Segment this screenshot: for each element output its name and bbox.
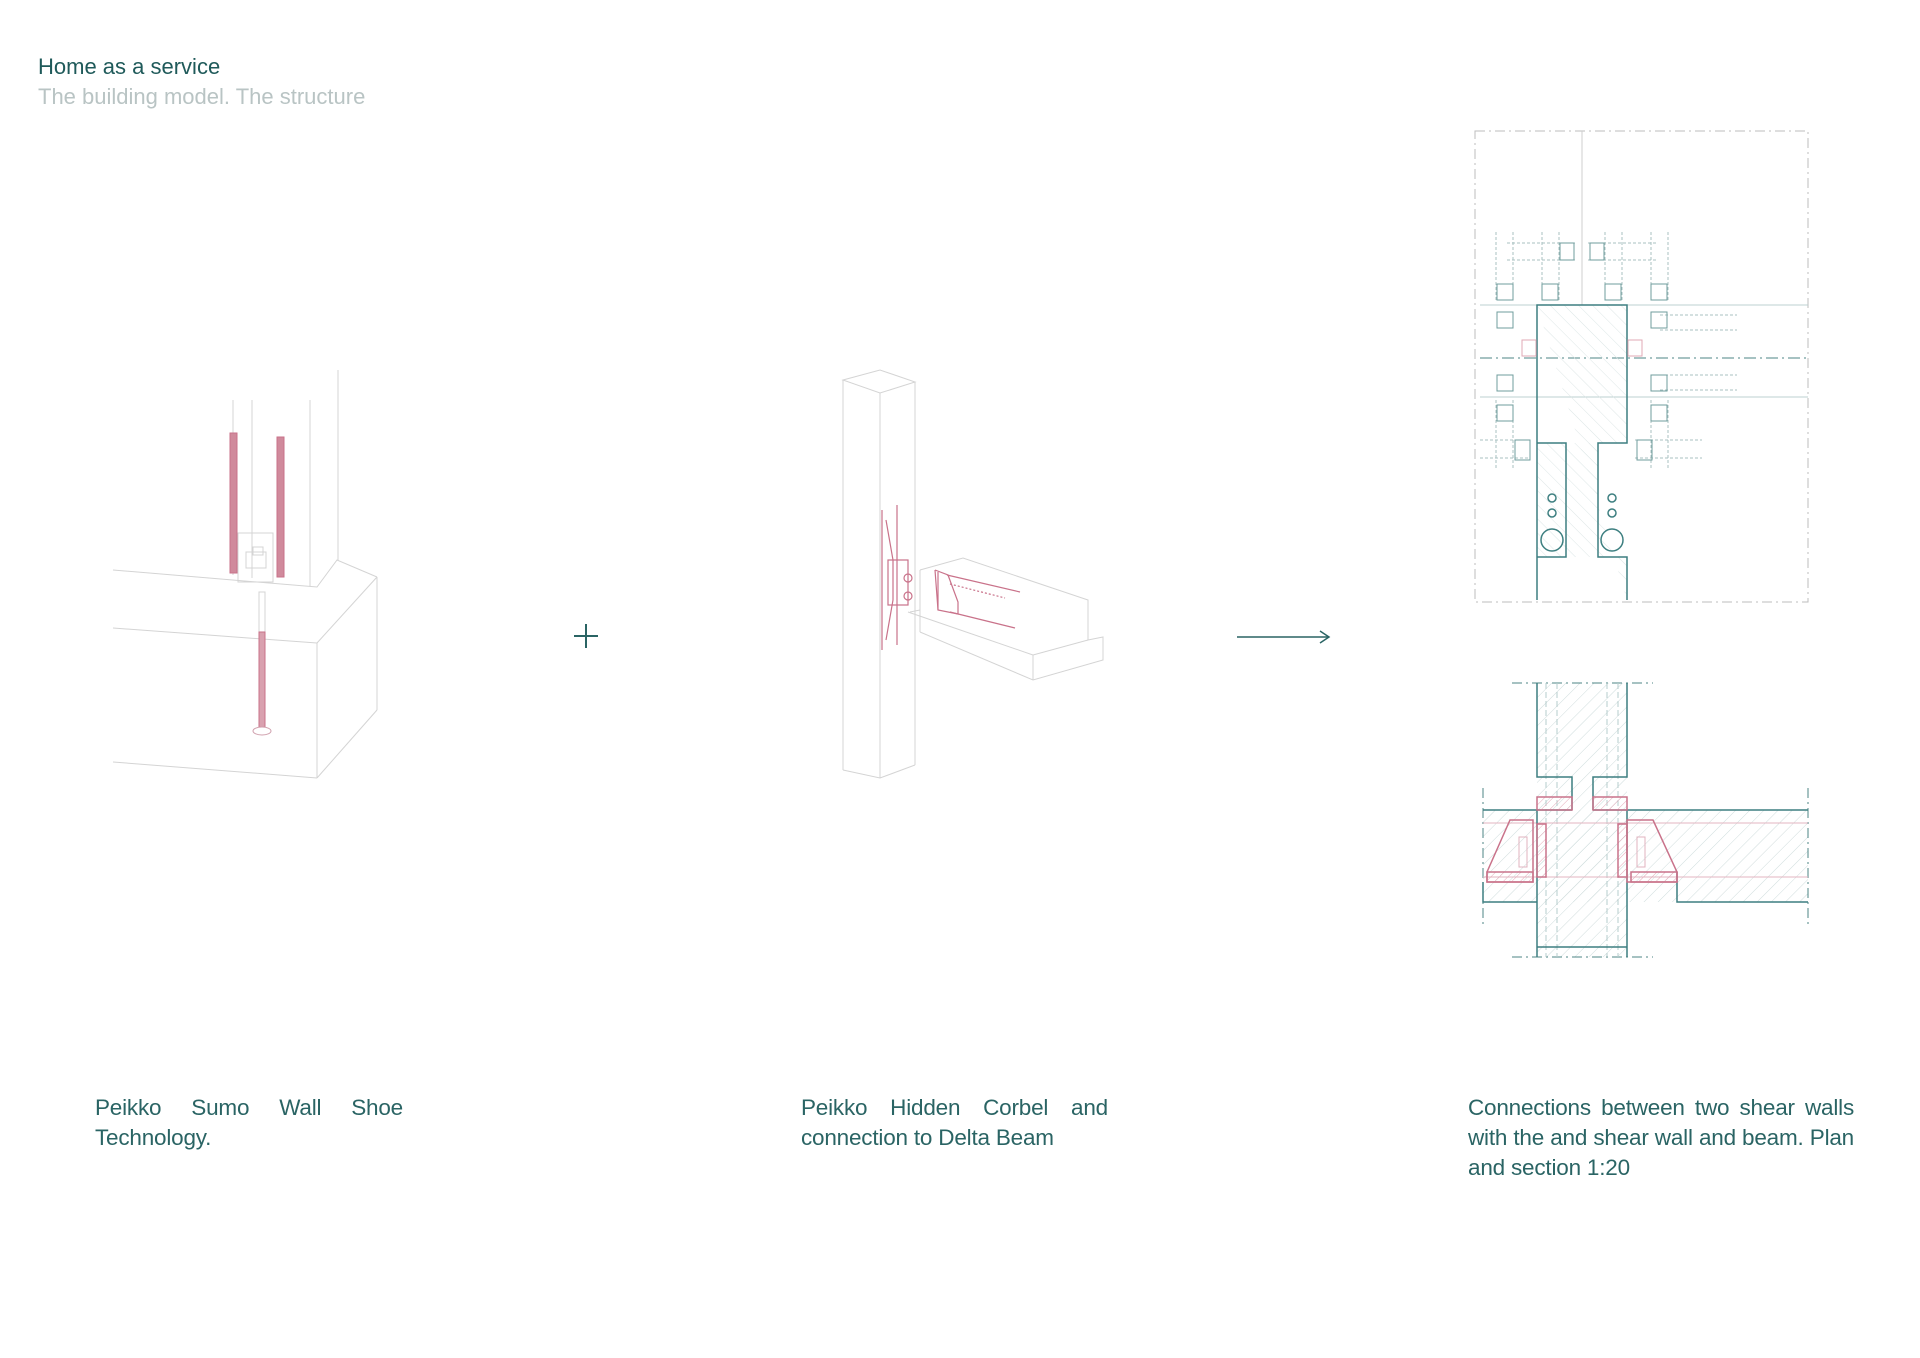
caption-wall-shoe: Peikko Sumo Wall Shoe Technology. [95,1095,403,1150]
hidden-corbel-drawing [841,369,1104,779]
caption-hidden-corbel: Peikko Hidden Corbel and connection to D… [801,1095,1108,1150]
plus-icon [574,624,598,648]
page-subtitle: The building model. The structure [38,84,366,109]
plan-drawing [1474,130,1809,603]
caption-connections: Connections between two shear walls with… [1468,1095,1854,1180]
page-title: Home as a service [38,54,221,79]
wall-shoe-drawing [112,370,378,779]
arrow-right-icon [1237,630,1331,644]
section-drawing [1482,682,1809,958]
